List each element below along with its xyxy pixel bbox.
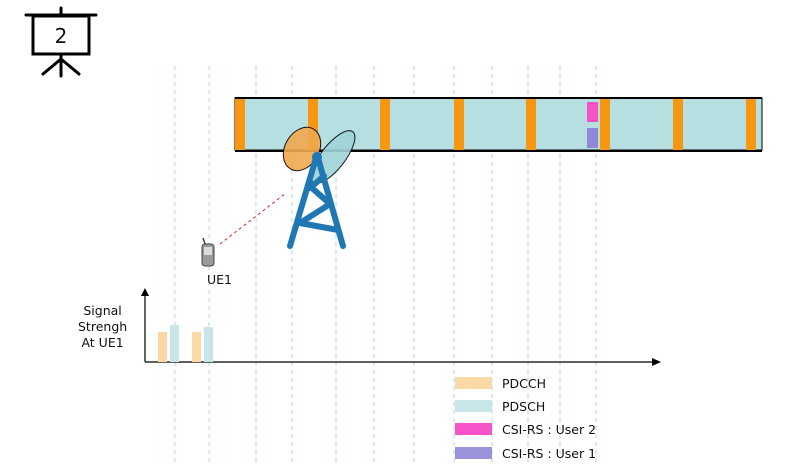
- pdcch-slot-6: [600, 99, 610, 150]
- legend-label-pdcch: PDCCH: [502, 376, 547, 391]
- legend-label-pdsch: PDSCH: [502, 399, 546, 414]
- slide-number: 2: [54, 24, 68, 48]
- tower-antenna-top: [312, 152, 322, 162]
- pdcch-slot-2: [308, 99, 318, 150]
- csirs-user1-block: [587, 128, 598, 148]
- presentation-board-icon: [24, 6, 98, 78]
- y-axis-label-line-2: Strengh: [78, 319, 128, 334]
- signal-bar-pdcch-1: [158, 332, 167, 362]
- signal-bar-pdsch-1: [170, 325, 179, 362]
- signal-bar-pdcch-2: [192, 332, 201, 362]
- pdcch-slot-8: [746, 99, 756, 150]
- graph-y-axis-label: Signal Strengh At UE1: [78, 303, 127, 351]
- y-axis-label-line-3: At UE1: [81, 335, 124, 350]
- signal-bar-pdsch-2: [204, 327, 213, 362]
- pdcch-slot-4: [454, 99, 464, 150]
- legend-label-csirs-user1: CSI-RS : User 1: [502, 446, 597, 461]
- signal-link-line: [219, 192, 287, 245]
- base-station-tower-icon: [287, 155, 346, 249]
- y-axis-label-line-1: Signal: [83, 303, 122, 318]
- pdcch-slot-5: [526, 99, 536, 150]
- legend-swatch-pdsch: [455, 400, 492, 412]
- ue-label: UE1: [207, 272, 232, 287]
- legend-swatch-pdcch: [455, 377, 492, 389]
- csirs-user2-block: [587, 102, 598, 122]
- pdcch-slot-7: [673, 99, 683, 150]
- legend-swatch-csirs-user1: [455, 447, 492, 459]
- legend-swatch-csirs-user2: [455, 423, 492, 435]
- graph-axes: [141, 288, 661, 366]
- pdcch-slot-3: [380, 99, 390, 150]
- ue-phone-icon: [201, 237, 215, 267]
- legend-label-csirs-user2: CSI-RS : User 2: [502, 422, 597, 437]
- pdcch-slot-1: [235, 99, 245, 150]
